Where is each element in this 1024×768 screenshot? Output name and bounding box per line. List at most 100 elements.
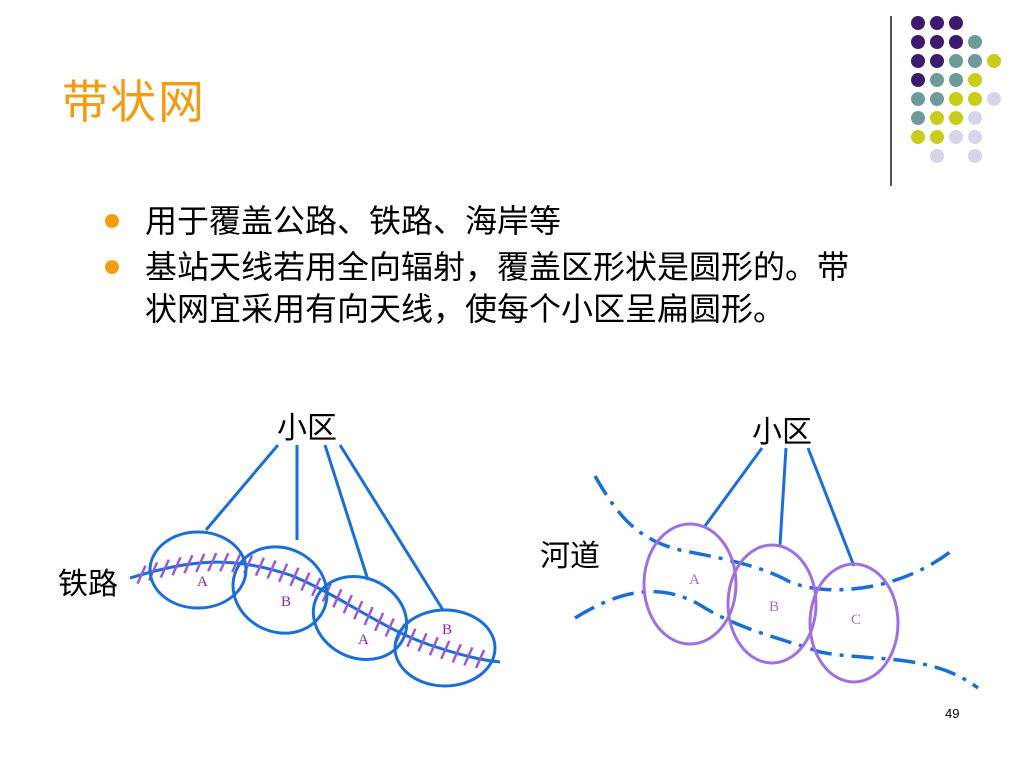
bullet-text: 基站天线若用全向辐射，覆盖区形状是圆形的。带状网宜采用有向天线，使每个小区呈扁圆… [145, 248, 850, 328]
right-pointer-line [778, 447, 788, 546]
railway-hatch-mark [311, 577, 322, 597]
railway-hatch-mark [266, 559, 277, 579]
decorative-dot [930, 73, 944, 87]
right-pointer-line [806, 447, 856, 567]
railway-cell-ellipse [311, 574, 409, 662]
river-cell-ellipse [726, 543, 818, 665]
railway-hatch-mark [353, 600, 364, 620]
railway-hatch-mark [219, 552, 230, 572]
river-cell-letter: B [769, 599, 779, 615]
left-pointer-line [204, 444, 280, 531]
decorative-dot [949, 16, 963, 30]
decorative-dot [930, 130, 944, 144]
railway-hatch-mark [289, 567, 300, 587]
bullet-dot-icon [105, 214, 119, 228]
river-cell-letter: A [689, 572, 700, 588]
railway-diagram: 小区 A B A B 铁路 [58, 412, 501, 688]
railway-hatch-mark [231, 553, 242, 573]
decorative-dot-grid [911, 16, 1001, 163]
bullet-item: 基站天线若用全向辐射，覆盖区形状是圆形的。带状网宜采用有向天线，使每个小区呈扁圆… [105, 246, 865, 330]
bullet-list: 用于覆盖公路、铁路、海岸等 基站天线若用全向辐射，覆盖区形状是圆形的。带状网宜采… [105, 200, 865, 334]
railway-hatch-mark [171, 556, 182, 576]
decorative-dot [968, 54, 982, 68]
decorative-dot [930, 35, 944, 49]
right-cell-label: 小区 [752, 416, 812, 449]
decorative-dot [968, 111, 982, 125]
railway-hatch-mark [342, 594, 353, 614]
river-bank-lower [574, 589, 980, 690]
decorative-dot [949, 35, 963, 49]
railway-hatch-mark [363, 606, 374, 626]
decorative-divider [890, 16, 892, 186]
railway-hatch-mark [428, 636, 439, 656]
decorative-dot [930, 92, 944, 106]
decorative-dot [949, 54, 963, 68]
railway-hatch-mark [474, 649, 486, 669]
coverage-diagram: 小区 A B A B 铁路 小区 [58, 412, 980, 690]
decorative-dot [930, 16, 944, 30]
decorative-dot [930, 54, 944, 68]
railway-hatch-mark [440, 640, 451, 660]
railway-hatch-mark [406, 628, 417, 648]
river-cell-letter: C [851, 612, 861, 628]
railway-hatch-mark [136, 565, 147, 585]
bullet-item: 用于覆盖公路、铁路、海岸等 [105, 200, 865, 242]
slide-title: 带状网 [62, 75, 206, 129]
decorative-dot [987, 54, 1001, 68]
river-cell-ellipse [642, 522, 738, 646]
railway-hatch-mark [207, 552, 218, 572]
decorative-dot [968, 73, 982, 87]
railway-hatch-mark [373, 612, 385, 632]
decorative-dot [911, 130, 925, 144]
decorative-dot [968, 130, 982, 144]
decorative-dot [968, 149, 982, 163]
decorative-dot [911, 54, 925, 68]
decorative-dot [911, 92, 925, 106]
right-pointer-line [703, 447, 764, 527]
river-label: 河道 [540, 539, 600, 574]
railway-hatch-mark [254, 557, 266, 577]
railway-hatch-mark [195, 553, 206, 573]
railway-label: 铁路 [58, 567, 118, 602]
bullet-dot-icon [105, 260, 119, 274]
railway-hatch-mark [277, 563, 289, 583]
decorative-dot [968, 35, 982, 49]
railway-cell-letter: B [442, 622, 452, 638]
railway-cell-letter: B [281, 594, 291, 610]
decorative-dot [911, 111, 925, 125]
railway-hatch-mark [183, 554, 194, 574]
railway-line [129, 560, 501, 664]
railway-hatch-mark [332, 588, 343, 608]
decorative-dot [911, 73, 925, 87]
railway-hatch-mark [159, 559, 170, 579]
decorative-dot [949, 111, 963, 125]
river-cell-ellipse [808, 562, 900, 684]
railway-hatch-mark [417, 632, 428, 652]
railway-hatch-mark [463, 646, 474, 666]
left-pointer-line [338, 444, 445, 611]
decorative-dot [987, 92, 1001, 106]
decorative-dot [949, 92, 963, 106]
decorative-dot [911, 35, 925, 49]
railway-cell-ellipse [393, 608, 497, 688]
page-number: 49 [945, 706, 960, 721]
left-pointer-line [323, 444, 370, 581]
decorative-dot [949, 73, 963, 87]
railway-cell-ellipse [231, 545, 329, 635]
river-diagram: 小区 A B C 河道 [540, 416, 980, 690]
decorative-dot [949, 130, 963, 144]
decorative-dot [930, 149, 944, 163]
railway-cell-letter: A [197, 574, 208, 590]
railway-hatch-mark [451, 643, 462, 663]
railway-hatch-mark [384, 617, 395, 637]
river-bank-upper [593, 475, 952, 592]
left-cell-label: 小区 [277, 412, 337, 445]
railway-cell-ellipse [148, 530, 248, 610]
bullet-text: 用于覆盖公路、铁路、海岸等 [145, 202, 562, 240]
railway-hatch-mark [300, 572, 311, 592]
decorative-dot [911, 16, 925, 30]
decorative-dot [930, 111, 944, 125]
decorative-dot [968, 92, 982, 106]
railway-cell-letter: A [358, 632, 369, 648]
